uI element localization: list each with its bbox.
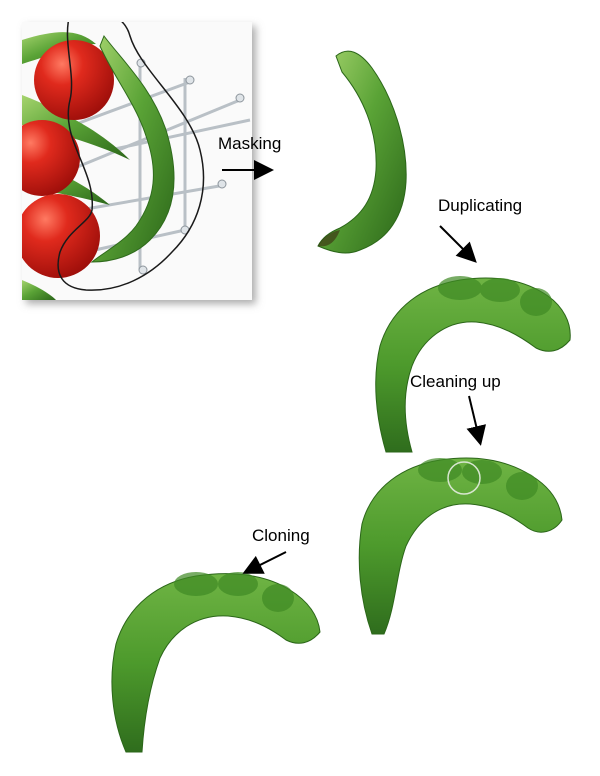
cleaned-pepper bbox=[358, 457, 563, 635]
duplicating-label: Duplicating bbox=[438, 196, 523, 215]
selection-lasso bbox=[57, 22, 205, 291]
duplicated-pepper bbox=[375, 276, 571, 453]
cleaning-up-label: Cleaning up bbox=[410, 372, 501, 391]
masked-pepper bbox=[317, 50, 407, 254]
cloning-label: Cloning bbox=[252, 526, 310, 545]
source-photo bbox=[22, 22, 252, 300]
arrow-cloning bbox=[242, 551, 287, 574]
arrow-duplicating bbox=[439, 225, 477, 263]
arrow-cleaning bbox=[466, 395, 487, 446]
tomato bbox=[22, 120, 80, 196]
masking-label: Masking bbox=[218, 134, 282, 153]
photo-pepper bbox=[90, 34, 175, 263]
clone-brush-circle bbox=[447, 461, 481, 495]
tomato bbox=[22, 194, 100, 278]
tomato bbox=[34, 40, 114, 120]
cloned-pepper bbox=[111, 572, 321, 753]
